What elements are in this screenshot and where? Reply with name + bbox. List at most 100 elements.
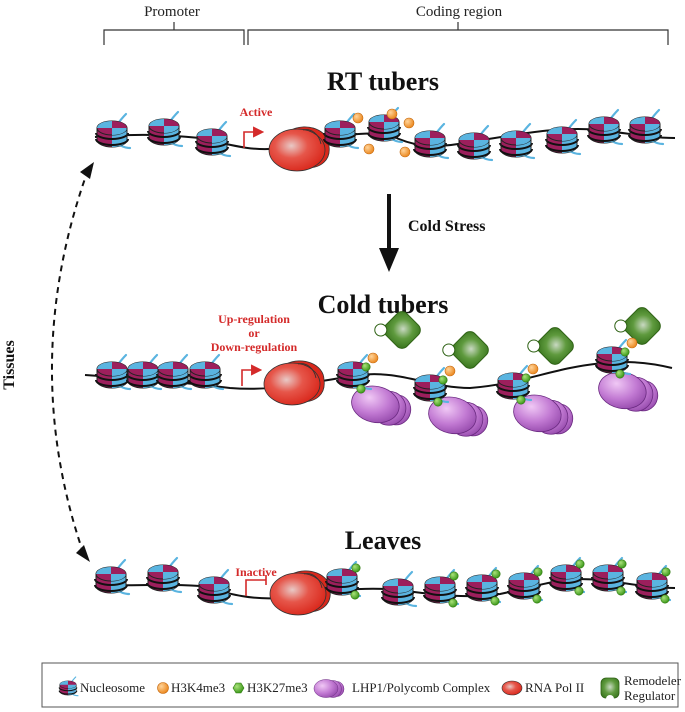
nucleosome-icon — [195, 120, 232, 158]
tissues-axis: Tissues — [1, 162, 94, 562]
promoter-bracket — [103, 22, 245, 45]
transcription-state-label: Active — [240, 105, 273, 119]
h3k27me3-mark — [433, 397, 443, 407]
legend-item-rna-pol-ii: RNA Pol II — [501, 680, 584, 696]
nucleosome-icon — [628, 108, 665, 146]
nucleosome-icon — [587, 108, 624, 146]
h3k27me3-mark — [532, 594, 542, 604]
rna-pol-ii — [269, 570, 331, 616]
coding-bracket — [247, 22, 669, 45]
transcription-state-label: Down-regulation — [211, 340, 298, 354]
nucleosome-icon — [457, 124, 494, 162]
nucleosome-icon — [595, 338, 632, 376]
nucleosome-icon — [635, 564, 672, 602]
h3k27me3-mark — [516, 395, 526, 405]
h3k27me3-mark — [361, 362, 371, 372]
lhp1-polycomb-complex — [428, 396, 489, 437]
nucleosome-icon — [126, 353, 163, 391]
nucleosome-icon — [156, 353, 193, 391]
nucleosome-icon — [336, 353, 373, 391]
h3k27me3-mark — [350, 590, 360, 600]
remodeler-regulator — [442, 331, 489, 369]
legend-label: H3K4me3 — [171, 680, 225, 695]
leaves-title: Leaves — [345, 526, 422, 555]
h3k27me3-mark — [575, 559, 585, 569]
rt-tubers-title: RT tubers — [327, 67, 439, 96]
nucleosome-icon — [146, 556, 183, 594]
legend-label: Nucleosome — [80, 680, 145, 695]
nucleosome-icon — [323, 112, 360, 150]
h3k4me3-mark — [352, 112, 364, 124]
legend-box — [41, 662, 679, 708]
tss-active-arrow — [241, 364, 263, 386]
rna-pol-icon — [501, 680, 523, 696]
h3k4me3-mark — [386, 108, 398, 120]
h3k27me3-mark — [661, 567, 671, 577]
leaves-panel: Inactive — [94, 556, 676, 616]
tss-active-arrow — [243, 126, 265, 148]
h3k27me3-mark — [616, 586, 626, 596]
rna-pol-ii — [263, 360, 325, 406]
cold-tubers-title: Cold tubers — [318, 290, 449, 319]
tissues-arrow-head-top — [80, 162, 94, 179]
h3k4me3-mark — [626, 337, 638, 349]
legend-item-h3k27me3: H3K27me3 — [232, 680, 308, 695]
coding-region-label: Coding region — [416, 4, 503, 20]
h3k27me3-mark — [620, 347, 630, 357]
h3k27me3-mark — [490, 596, 500, 606]
nucleosome-icon — [95, 112, 132, 150]
h3k27me3-mark — [351, 563, 361, 573]
rt-tubers-panel: Active — [94, 105, 676, 172]
nucleosome-icon — [188, 353, 225, 391]
h3k4me3-mark — [527, 363, 539, 375]
legend-label: RNA Pol II — [525, 680, 584, 695]
h3k27me3-mark — [617, 559, 627, 569]
remodeler-regulator — [614, 307, 661, 345]
legend-label: H3K27me3 — [247, 680, 308, 695]
cold-stress-transition: Cold Stress — [379, 194, 486, 272]
cold-stress-label: Cold Stress — [408, 218, 486, 235]
h3k27me3-icon — [232, 682, 245, 694]
h3k4me3-mark — [399, 146, 411, 158]
region-brackets: Promoter Coding region — [103, 4, 669, 45]
h3k4me3-mark — [363, 143, 375, 155]
legend-item-polycomb: LHP1/Polycomb Complex — [313, 679, 491, 698]
legend: Nucleosome H3K4me3 H3K27me3 LHP1/Polycomb C… — [41, 662, 682, 708]
transcription-state-label: Up-regulation — [218, 312, 290, 326]
promoter-label: Promoter — [144, 4, 200, 20]
nucleosome-icon — [591, 556, 628, 594]
nucleosome-icon — [381, 570, 418, 608]
h3k27me3-mark — [356, 384, 366, 394]
nucleosome-icon — [94, 558, 131, 596]
polycomb-icon — [313, 679, 345, 698]
tss-blocked-arrow — [245, 575, 267, 596]
remodeler-regulator — [527, 327, 574, 365]
legend-item-nucleosome: Nucleosome — [58, 676, 145, 697]
h3k27me3-mark — [521, 373, 531, 383]
h3k27me3-mark — [660, 594, 670, 604]
h3k27me3-mark — [615, 369, 625, 379]
tissues-label: Tissues — [1, 340, 18, 390]
legend-label: LHP1/Polycomb Complex — [352, 680, 491, 695]
nucleosome-icon — [545, 118, 582, 156]
cold-stress-arrow-head — [379, 248, 399, 272]
lhp1-polycomb-complex — [513, 394, 574, 435]
h3k27me3-mark — [574, 586, 584, 596]
nucleosome-icon — [58, 676, 79, 697]
nucleosome-icon — [423, 568, 460, 606]
rna-pol-ii — [268, 126, 330, 172]
h3k4me3-mark — [444, 365, 456, 377]
lhp1-polycomb-complex — [351, 385, 412, 426]
h3k4me3-icon — [157, 682, 169, 694]
h3k27me3-mark — [491, 569, 501, 579]
h3k4me3-mark — [367, 352, 379, 364]
remodeler-regulator — [374, 311, 421, 349]
nucleosome-icon — [197, 568, 234, 606]
nucleosome-icon — [95, 353, 132, 391]
legend-label: Regulator — [624, 688, 676, 703]
nucleosome-icon — [413, 366, 450, 404]
h3k4me3-mark — [403, 117, 415, 129]
